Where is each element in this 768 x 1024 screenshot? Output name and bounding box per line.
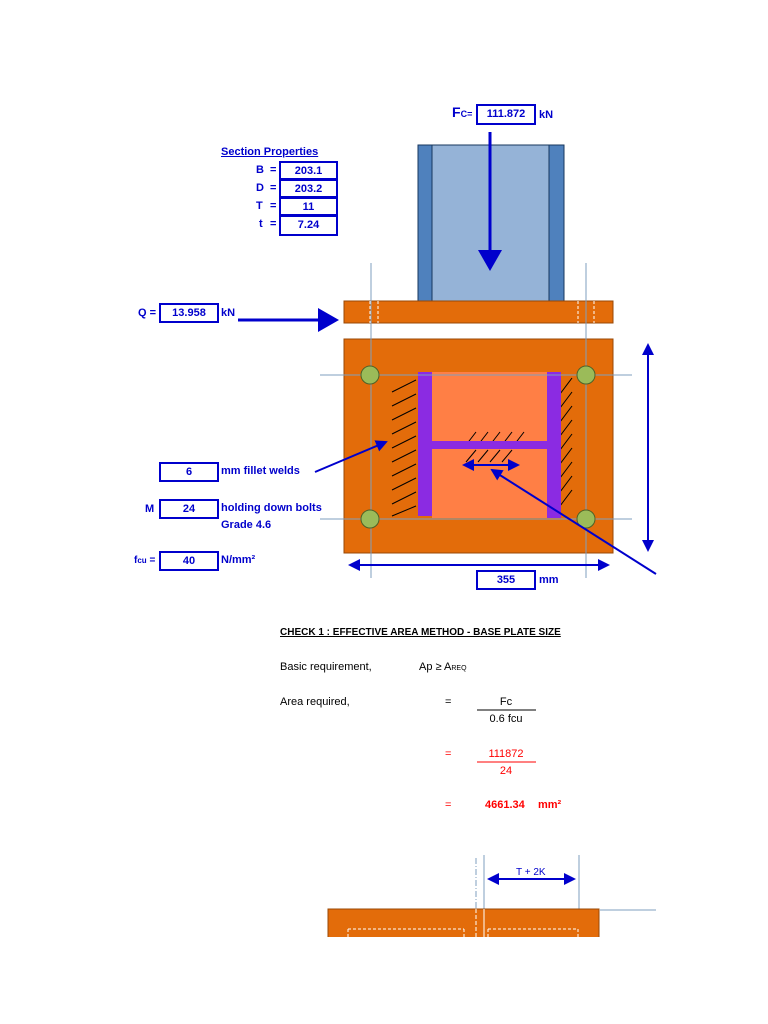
fc-value-field[interactable]: 111.872	[476, 104, 536, 125]
numerator-1: Fc	[499, 696, 513, 708]
bolt-label: holding down bolts	[221, 502, 322, 514]
weld-leader-arrow	[314, 440, 388, 473]
section-T-eq: =	[270, 200, 277, 212]
shear-label: Q =	[138, 307, 157, 319]
detail-drawing	[0, 855, 768, 1024]
weld-label: mm fillet welds	[221, 465, 300, 477]
fcu-label: fcu =	[134, 555, 156, 566]
weld-size-field[interactable]: 6	[159, 462, 219, 482]
weld-hatching	[391, 377, 573, 517]
numerator-2: 111872	[488, 748, 524, 760]
basic-requirement-label: Basic requirement,	[280, 661, 372, 673]
bolt-prefix: M	[145, 503, 155, 515]
section-t-eq: =	[270, 218, 277, 230]
section-B-name: B	[256, 164, 264, 176]
plate-width-field[interactable]: 355	[476, 570, 536, 590]
section-properties-title: Section Properties	[221, 146, 319, 158]
section-B-eq: =	[270, 164, 277, 176]
section-D-name: D	[256, 182, 264, 194]
section-T-name: T	[256, 200, 263, 212]
area-required-result: 4661.34	[485, 799, 525, 811]
section-t-field[interactable]: 7.24	[279, 215, 338, 236]
fc-label: FC=	[452, 104, 473, 120]
bolt-grade: Grade 4.6	[221, 519, 272, 531]
eq-sign-3: =	[445, 799, 452, 811]
plate-width-unit: mm	[539, 574, 559, 586]
h-section-plan	[418, 372, 561, 518]
fcu-value-field[interactable]: 40	[159, 551, 219, 571]
holding-down-bolts	[360, 365, 596, 529]
eq-sign-1: =	[445, 696, 452, 708]
denominator-1: 0.6 fcu	[489, 713, 523, 725]
section-B-field[interactable]: 203.1	[279, 161, 338, 180]
fcu-unit: N/mm²	[221, 554, 256, 566]
check1-title: CHECK 1 : EFFECTIVE AREA METHOD - BASE P…	[280, 627, 561, 638]
base-plate-elevation	[343, 300, 614, 324]
eq-sign-2: =	[445, 748, 452, 760]
section-D-eq: =	[270, 182, 277, 194]
shear-value-field[interactable]: 13.958	[159, 303, 219, 323]
area-required-unit: mm²	[538, 799, 562, 811]
area-required-label: Area required,	[280, 696, 350, 708]
bolt-size-field[interactable]: 24	[159, 499, 219, 519]
detail-dimension-label: T + 2K	[516, 867, 546, 878]
section-T-field[interactable]: 11	[279, 197, 338, 216]
section-D-field[interactable]: 203.2	[279, 179, 338, 198]
section-t-name: t	[259, 218, 263, 230]
denominator-2: 24	[499, 765, 513, 777]
shear-unit: kN	[221, 307, 236, 319]
fc-unit: kN	[539, 109, 554, 121]
basic-requirement-formula: Ap ≥ AREQ	[419, 661, 467, 673]
web-leader-arrow	[490, 468, 657, 575]
